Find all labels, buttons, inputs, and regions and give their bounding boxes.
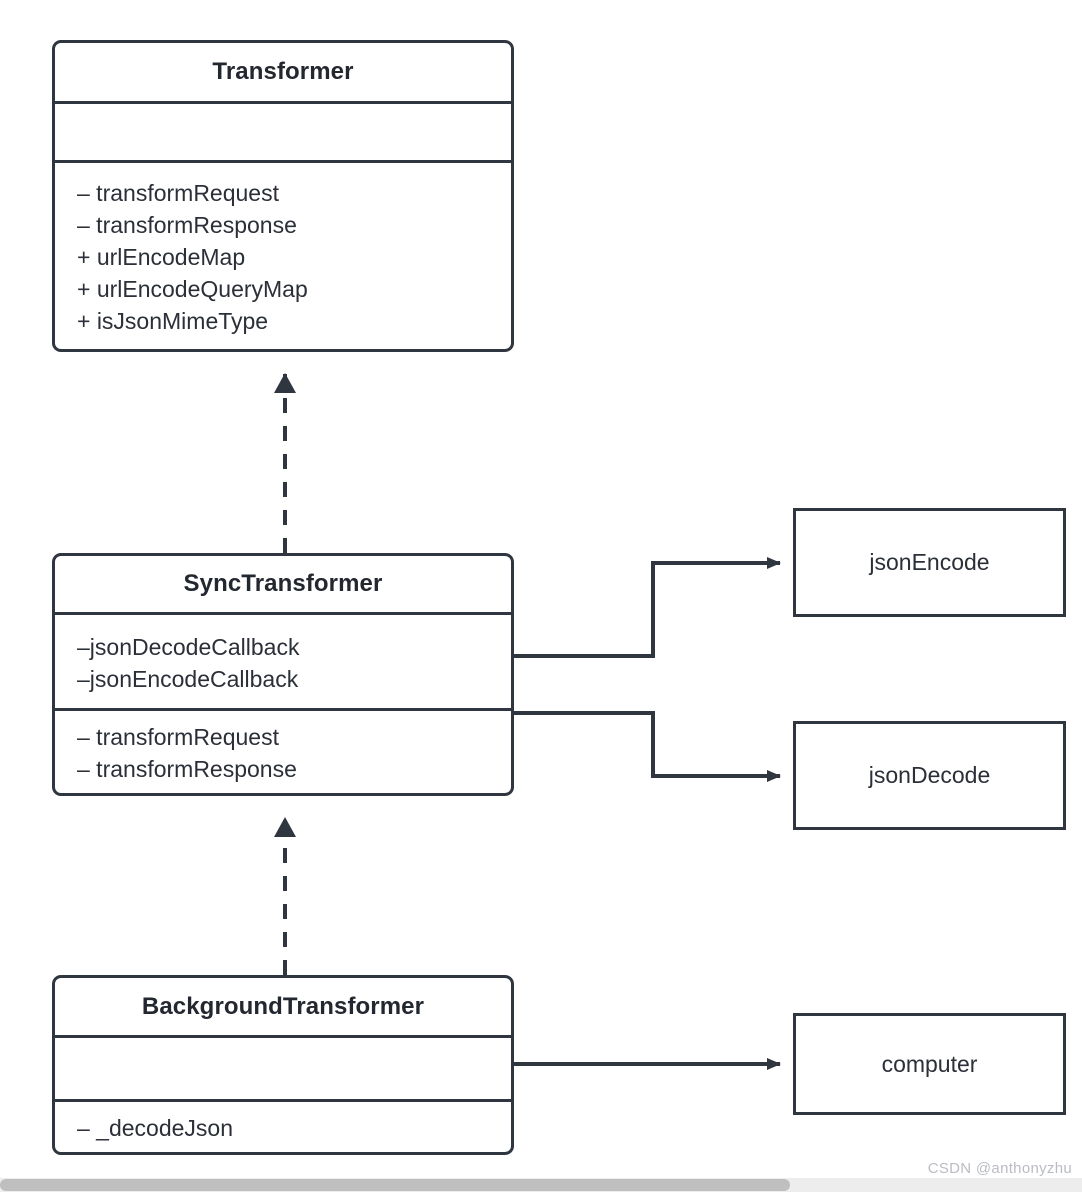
class-box-background-transformer[interactable]: BackgroundTransformer – _decodeJson xyxy=(52,975,514,1155)
class-member-row: – transformRequest xyxy=(77,180,279,206)
class-methods-transformer: – transformRequest – transformResponse +… xyxy=(55,160,511,349)
class-member-row: –jsonDecodeCallback xyxy=(77,633,300,660)
class-title-sync-transformer: SyncTransformer xyxy=(183,570,383,597)
class-member-row: + urlEncodeQueryMap xyxy=(77,276,308,302)
node-json-encode[interactable]: jsonEncode xyxy=(793,508,1066,617)
class-member-row: – _decodeJson xyxy=(77,1115,234,1141)
edge-sync-uses-jsonencode xyxy=(514,557,781,658)
class-attributes-sync-transformer: –jsonDecodeCallback –jsonEncodeCallback xyxy=(55,612,511,708)
class-member-row: –jsonEncodeCallback xyxy=(77,665,299,692)
node-json-decode[interactable]: jsonDecode xyxy=(793,721,1066,830)
class-title-transformer: Transformer xyxy=(212,58,354,85)
watermark-label: CSDN @anthonyzhu xyxy=(927,1160,1072,1177)
class-member-row: – transformResponse xyxy=(77,212,297,238)
class-box-sync-transformer[interactable]: SyncTransformer –jsonDecodeCallback –jso… xyxy=(52,553,514,796)
class-attributes-background-transformer xyxy=(55,1035,511,1099)
node-computer[interactable]: computer xyxy=(793,1013,1066,1115)
class-member-row: – transformRequest xyxy=(77,724,279,750)
horizontal-scrollbar-thumb[interactable] xyxy=(0,1179,790,1191)
class-methods-sync-transformer: – transformRequest – transformResponse xyxy=(55,708,511,793)
class-member-row: + urlEncodeMap xyxy=(77,244,246,270)
class-methods-background-transformer: – _decodeJson xyxy=(55,1099,511,1152)
edge-sync-uses-jsondecode xyxy=(514,711,781,782)
class-title-background-transformer: BackgroundTransformer xyxy=(141,992,425,1020)
class-member-row: – transformResponse xyxy=(77,756,297,782)
class-box-transformer[interactable]: Transformer – transformRequest – transfo… xyxy=(52,40,514,352)
class-member-row: + isJsonMimeType xyxy=(77,308,269,334)
class-attributes-transformer xyxy=(55,101,511,160)
